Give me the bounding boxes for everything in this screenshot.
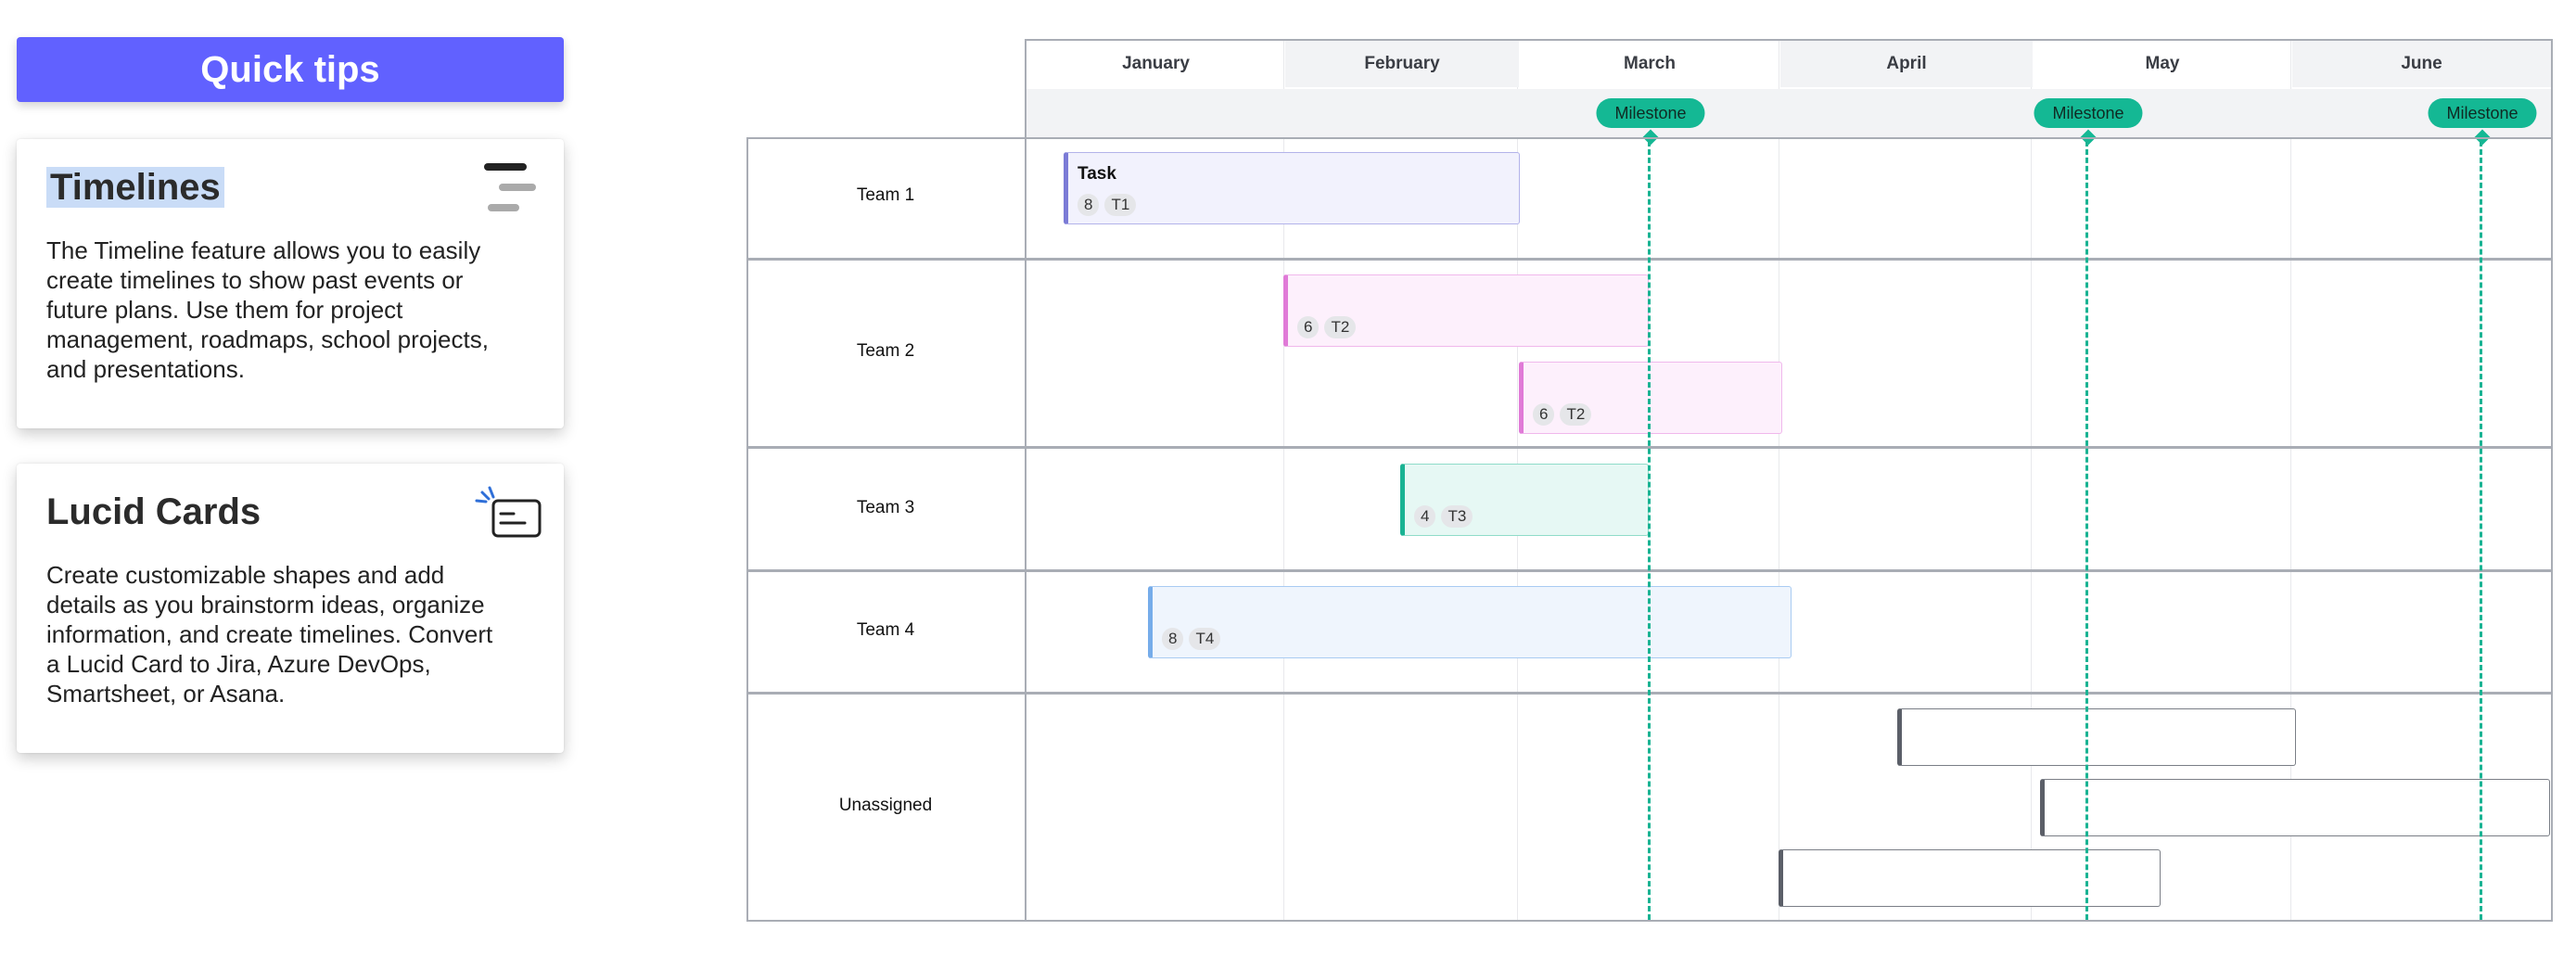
milestone-line (1648, 141, 1651, 920)
month-january[interactable]: January (1122, 54, 1190, 73)
task-bar[interactable]: 8 T4 (1148, 586, 1792, 658)
milestone-line (2480, 141, 2482, 920)
task-count-badge: 4 (1414, 505, 1436, 528)
task-team-tag: T2 (1560, 403, 1592, 426)
month-may[interactable]: May (2145, 54, 2180, 73)
task-count-badge: 6 (1297, 316, 1320, 338)
unassigned-task-bar[interactable] (2040, 779, 2550, 836)
card-body: The Timeline feature allows you to easil… (46, 236, 489, 383)
grid-line (2290, 39, 2291, 920)
timelines-card[interactable]: Timelines The Timeline feature allows yo… (17, 139, 564, 428)
task-bar[interactable]: 6 T2 (1519, 362, 1782, 434)
grid-line (1283, 39, 1284, 920)
task-team-tag: T4 (1189, 628, 1221, 650)
card-body: Create customizable shapes and add detai… (46, 561, 493, 707)
lucid-cards-card[interactable]: Lucid Cards Create customizable shapes a… (17, 464, 564, 753)
task-bar[interactable]: 6 T2 (1283, 274, 1649, 347)
task-name: Task (1078, 164, 1116, 184)
lane-label-team-1[interactable]: Team 1 (856, 185, 915, 205)
lucid-card-icon (473, 486, 543, 546)
month-april[interactable]: April (1780, 41, 2033, 87)
grid-line (2031, 39, 2032, 920)
lane-label-unassigned[interactable]: Unassigned (838, 796, 933, 815)
task-team-tag: T2 (1324, 316, 1357, 338)
task-team-tag: T3 (1441, 505, 1473, 528)
task-bar[interactable]: Task 8 T1 (1064, 152, 1520, 224)
card-title: Timelines (46, 163, 224, 211)
lane-label-team-2[interactable]: Team 2 (856, 341, 915, 361)
lane-label-column (746, 137, 1027, 922)
milestone-row: Milestone Milestone Milestone (1025, 89, 2553, 146)
milestone-pill[interactable]: Milestone (2428, 98, 2537, 128)
month-february[interactable]: February (1285, 41, 1519, 87)
unassigned-task-bar[interactable] (1779, 849, 2161, 907)
task-count-badge: 6 (1533, 403, 1555, 426)
quick-tips-header: Quick tips (17, 37, 564, 102)
month-header: January February March April May June (1025, 39, 2553, 89)
lane-label-team-4[interactable]: Team 4 (856, 620, 915, 640)
card-title: Lucid Cards (46, 491, 261, 532)
milestone-pill[interactable]: Milestone (2034, 98, 2143, 128)
unassigned-task-bar[interactable] (1897, 708, 2296, 766)
milestone-pill[interactable]: Milestone (1596, 98, 1705, 128)
timeline-icon (484, 161, 543, 222)
milestone-line (2085, 141, 2088, 920)
task-count-badge: 8 (1078, 194, 1100, 216)
month-march[interactable]: March (1624, 54, 1676, 73)
task-team-tag: T1 (1104, 194, 1137, 216)
month-june[interactable]: June (2292, 41, 2551, 87)
task-bar[interactable]: 4 T3 (1400, 464, 1649, 536)
task-count-badge: 8 (1162, 628, 1184, 650)
lane-label-team-3[interactable]: Team 3 (856, 498, 915, 517)
timeline-lanes (746, 137, 2553, 922)
